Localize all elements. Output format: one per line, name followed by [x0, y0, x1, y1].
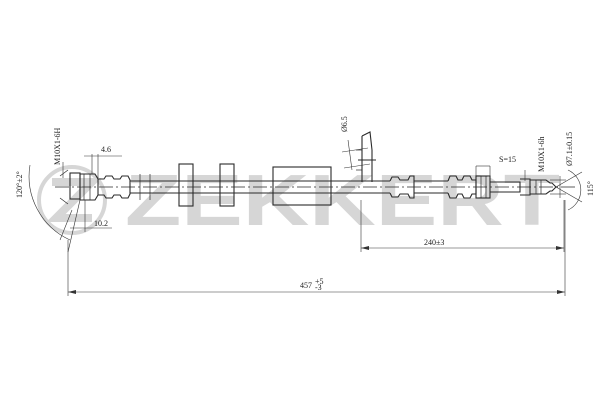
- thread-right-label: M10X1-6h: [537, 136, 546, 172]
- left-fitting: [59, 169, 131, 205]
- angle-left-callout: 120°±2°: [15, 164, 81, 253]
- thread-left-callout: M10X1-6H: [53, 127, 64, 178]
- protective-sleeve: [272, 166, 332, 206]
- angle-left-label: 120°±2°: [15, 171, 24, 198]
- logo-wordmark: ZEKKERT: [125, 161, 560, 241]
- angle-right-callout: 115°: [555, 169, 595, 211]
- dim-240: 240±3: [360, 200, 565, 252]
- thread-right-callout: M10X1-6h: [524, 136, 546, 181]
- thread-left-label: M10X1-6H: [53, 127, 62, 165]
- dim-6-5-label: Ø6.5: [340, 116, 349, 132]
- dim-s15: S=15: [475, 155, 516, 176]
- dim-10-2: 10.2: [70, 200, 112, 232]
- dim-457: 457 +5 -3: [67, 200, 566, 296]
- dim-4-6-label: 4.6: [101, 145, 111, 154]
- dim-457-tol-down: -3: [315, 283, 322, 292]
- dim-457-label: 457: [300, 281, 312, 290]
- dim-6-5: Ø6.5: [340, 116, 371, 171]
- logo-emblem: [37, 165, 107, 235]
- angle-right-label: 115°: [586, 181, 595, 196]
- clamp-sleeve-2: [219, 163, 235, 207]
- dim-10-2-label: 10.2: [94, 219, 108, 228]
- dim-7-1-label: Ø7.1±0.15: [565, 132, 574, 166]
- dim-7-1: Ø7.1±0.15: [550, 132, 574, 198]
- dim-240-label: 240±3: [424, 238, 444, 247]
- dim-s15-label: S=15: [499, 155, 516, 164]
- watermark-logo: ZEKKERT: [37, 161, 560, 241]
- clamp-sleeve-1: [178, 163, 194, 207]
- mounting-bracket: [356, 131, 376, 182]
- dim-4-6: 4.6: [84, 145, 122, 178]
- hose-body: [130, 163, 390, 207]
- dim-457-tol-up: +5: [315, 277, 324, 286]
- right-fitting: [389, 175, 557, 199]
